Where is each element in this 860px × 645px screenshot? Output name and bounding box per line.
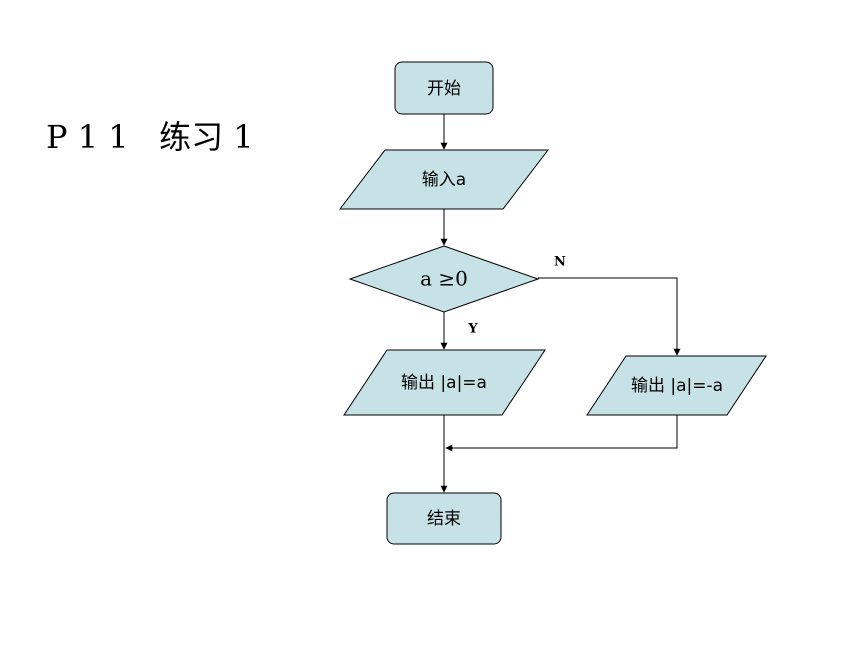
no-branch-label: N xyxy=(554,255,566,270)
input-node: 输入a xyxy=(338,149,550,210)
output-no-label: 输出 |a|=-a xyxy=(631,376,723,396)
connector-condition-no xyxy=(538,277,681,356)
condition-label: a ≥0 xyxy=(420,267,468,291)
yes-branch-label: Y xyxy=(467,322,478,337)
input-shape xyxy=(338,149,550,210)
output-yes-shape xyxy=(343,349,546,416)
end-node: 结束 xyxy=(386,492,502,545)
condition-node: a ≥0 xyxy=(348,245,540,313)
end-label: 结束 xyxy=(427,509,461,529)
input-label: 输入a xyxy=(422,170,466,190)
output-no-node: 输出 |a|=-a xyxy=(586,355,767,416)
slide-title: P 1 1 练习 1 xyxy=(46,118,254,156)
output-yes-node: 输出 |a|=a xyxy=(343,349,546,416)
start-shape xyxy=(394,61,494,115)
start-label: 开始 xyxy=(427,79,461,99)
connectors xyxy=(440,114,681,493)
start-node: 开始 xyxy=(394,61,494,115)
output-yes-label: 输出 |a|=a xyxy=(401,373,487,393)
condition-shape xyxy=(348,245,540,313)
connector-output-no-merge xyxy=(445,415,678,452)
output-no-shape xyxy=(586,355,767,416)
end-shape xyxy=(386,492,502,545)
